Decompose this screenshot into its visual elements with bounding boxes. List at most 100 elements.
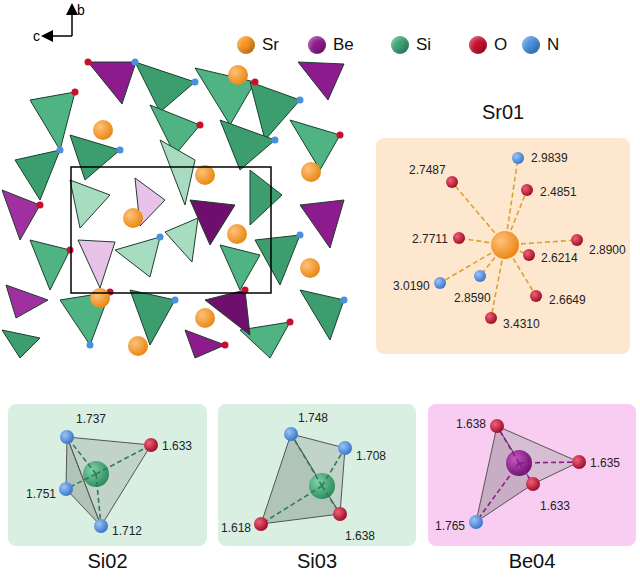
n-atom <box>338 441 352 455</box>
o-atom <box>222 342 229 349</box>
n-atom <box>132 59 139 66</box>
tetra-face <box>476 426 533 522</box>
sr-atom <box>195 165 215 185</box>
n-atom <box>117 147 124 154</box>
bond-length: 1.751 <box>26 487 56 501</box>
o-atom <box>485 312 497 324</box>
o-atom <box>490 419 504 433</box>
o-atom <box>254 517 268 531</box>
be-tetrahedron <box>88 62 136 104</box>
legend-text: N <box>547 35 559 55</box>
bond-length: 1.638 <box>456 417 486 431</box>
o-atom <box>144 438 158 452</box>
bond-line <box>261 486 322 524</box>
structure-panel: Si02 <box>8 404 207 546</box>
sr-atom <box>301 162 321 182</box>
bond-length: 1.635 <box>590 456 620 470</box>
tetrahedron <box>2 330 40 358</box>
o-atom <box>571 234 583 246</box>
legend-text: Sr <box>262 35 279 55</box>
bond-length: 3.4310 <box>503 317 540 331</box>
legend-text: Si <box>416 35 431 55</box>
o-atom <box>526 477 540 491</box>
o-atom <box>197 122 204 129</box>
n-atom <box>172 297 179 304</box>
axis-label: b <box>77 2 85 18</box>
tetrahedron <box>150 105 200 155</box>
tetra-face <box>67 437 151 526</box>
legend-swatch <box>237 36 255 54</box>
sr-atom <box>123 208 143 228</box>
bond-length: 1.765 <box>435 519 465 533</box>
n-atom <box>57 147 64 154</box>
n-atom <box>59 482 73 496</box>
o-atom <box>252 79 259 86</box>
o-atom <box>287 319 294 326</box>
n-atom <box>512 152 524 164</box>
axis-arrows <box>44 6 72 36</box>
legend-swatch <box>308 36 326 54</box>
panel-ground <box>376 138 630 354</box>
bond-length: 1.618 <box>221 521 251 535</box>
n-atom <box>469 515 483 529</box>
bond-length: 1.633 <box>162 439 192 453</box>
tetra-face <box>261 434 340 524</box>
n-atom <box>157 234 164 241</box>
tetrahedron <box>15 150 60 200</box>
tetrahedron <box>250 170 282 225</box>
anion-sites <box>37 59 348 349</box>
o-atom <box>85 59 92 66</box>
tetrahedron <box>135 62 195 112</box>
bond-length: 2.4851 <box>540 185 577 199</box>
o-atom <box>521 184 533 196</box>
axis-label: c <box>33 28 40 44</box>
n-atom <box>434 277 446 289</box>
bond-length: 2.6649 <box>549 293 586 307</box>
n-atom <box>284 427 298 441</box>
sr-atom <box>93 120 113 140</box>
o-atom <box>67 247 74 254</box>
bond-length: 2.7711 <box>412 232 448 246</box>
o-atom <box>572 455 586 469</box>
bond-line <box>519 462 579 463</box>
sr-atom <box>300 258 320 278</box>
bond-length: 3.0190 <box>393 279 430 293</box>
be-tetrahedron <box>298 62 344 100</box>
sr-atom <box>195 308 215 328</box>
bond-line <box>476 463 519 522</box>
bond-length: 1.712 <box>112 524 142 538</box>
o-atom <box>333 507 347 521</box>
legend-text: O <box>494 35 507 55</box>
sr-atom <box>128 336 148 356</box>
panel-title: Sr01 <box>376 100 630 124</box>
sr-atom <box>227 224 247 244</box>
n-atom <box>192 79 199 86</box>
be-tetrahedron <box>185 330 225 358</box>
bond-length: 1.708 <box>356 449 386 463</box>
crystal-structure <box>2 62 344 358</box>
o-atom <box>523 249 535 261</box>
si02-tetrahedron <box>59 430 158 533</box>
tetrahedron <box>70 180 110 228</box>
panel-ground <box>218 404 416 546</box>
bond-length: 1.748 <box>298 411 328 425</box>
bond-line <box>96 474 101 526</box>
be-tetrahedron <box>2 190 40 240</box>
bond-length: 1.633 <box>540 499 570 513</box>
unit-cell <box>71 167 271 293</box>
legend-swatch <box>391 36 409 54</box>
tetrahedron <box>255 235 300 285</box>
be04-tetrahedron <box>469 419 586 529</box>
n-atom <box>341 297 348 304</box>
be-tetrahedron <box>6 285 48 318</box>
panel-title: Si03 <box>218 549 416 573</box>
sr-atom <box>491 231 519 259</box>
bond-line <box>291 434 322 486</box>
n-atom <box>87 342 94 349</box>
o-atom <box>337 132 344 139</box>
legend-text: Be <box>333 35 354 55</box>
o-atom <box>453 232 465 244</box>
legend-swatch <box>469 36 487 54</box>
o-atom <box>530 290 542 302</box>
